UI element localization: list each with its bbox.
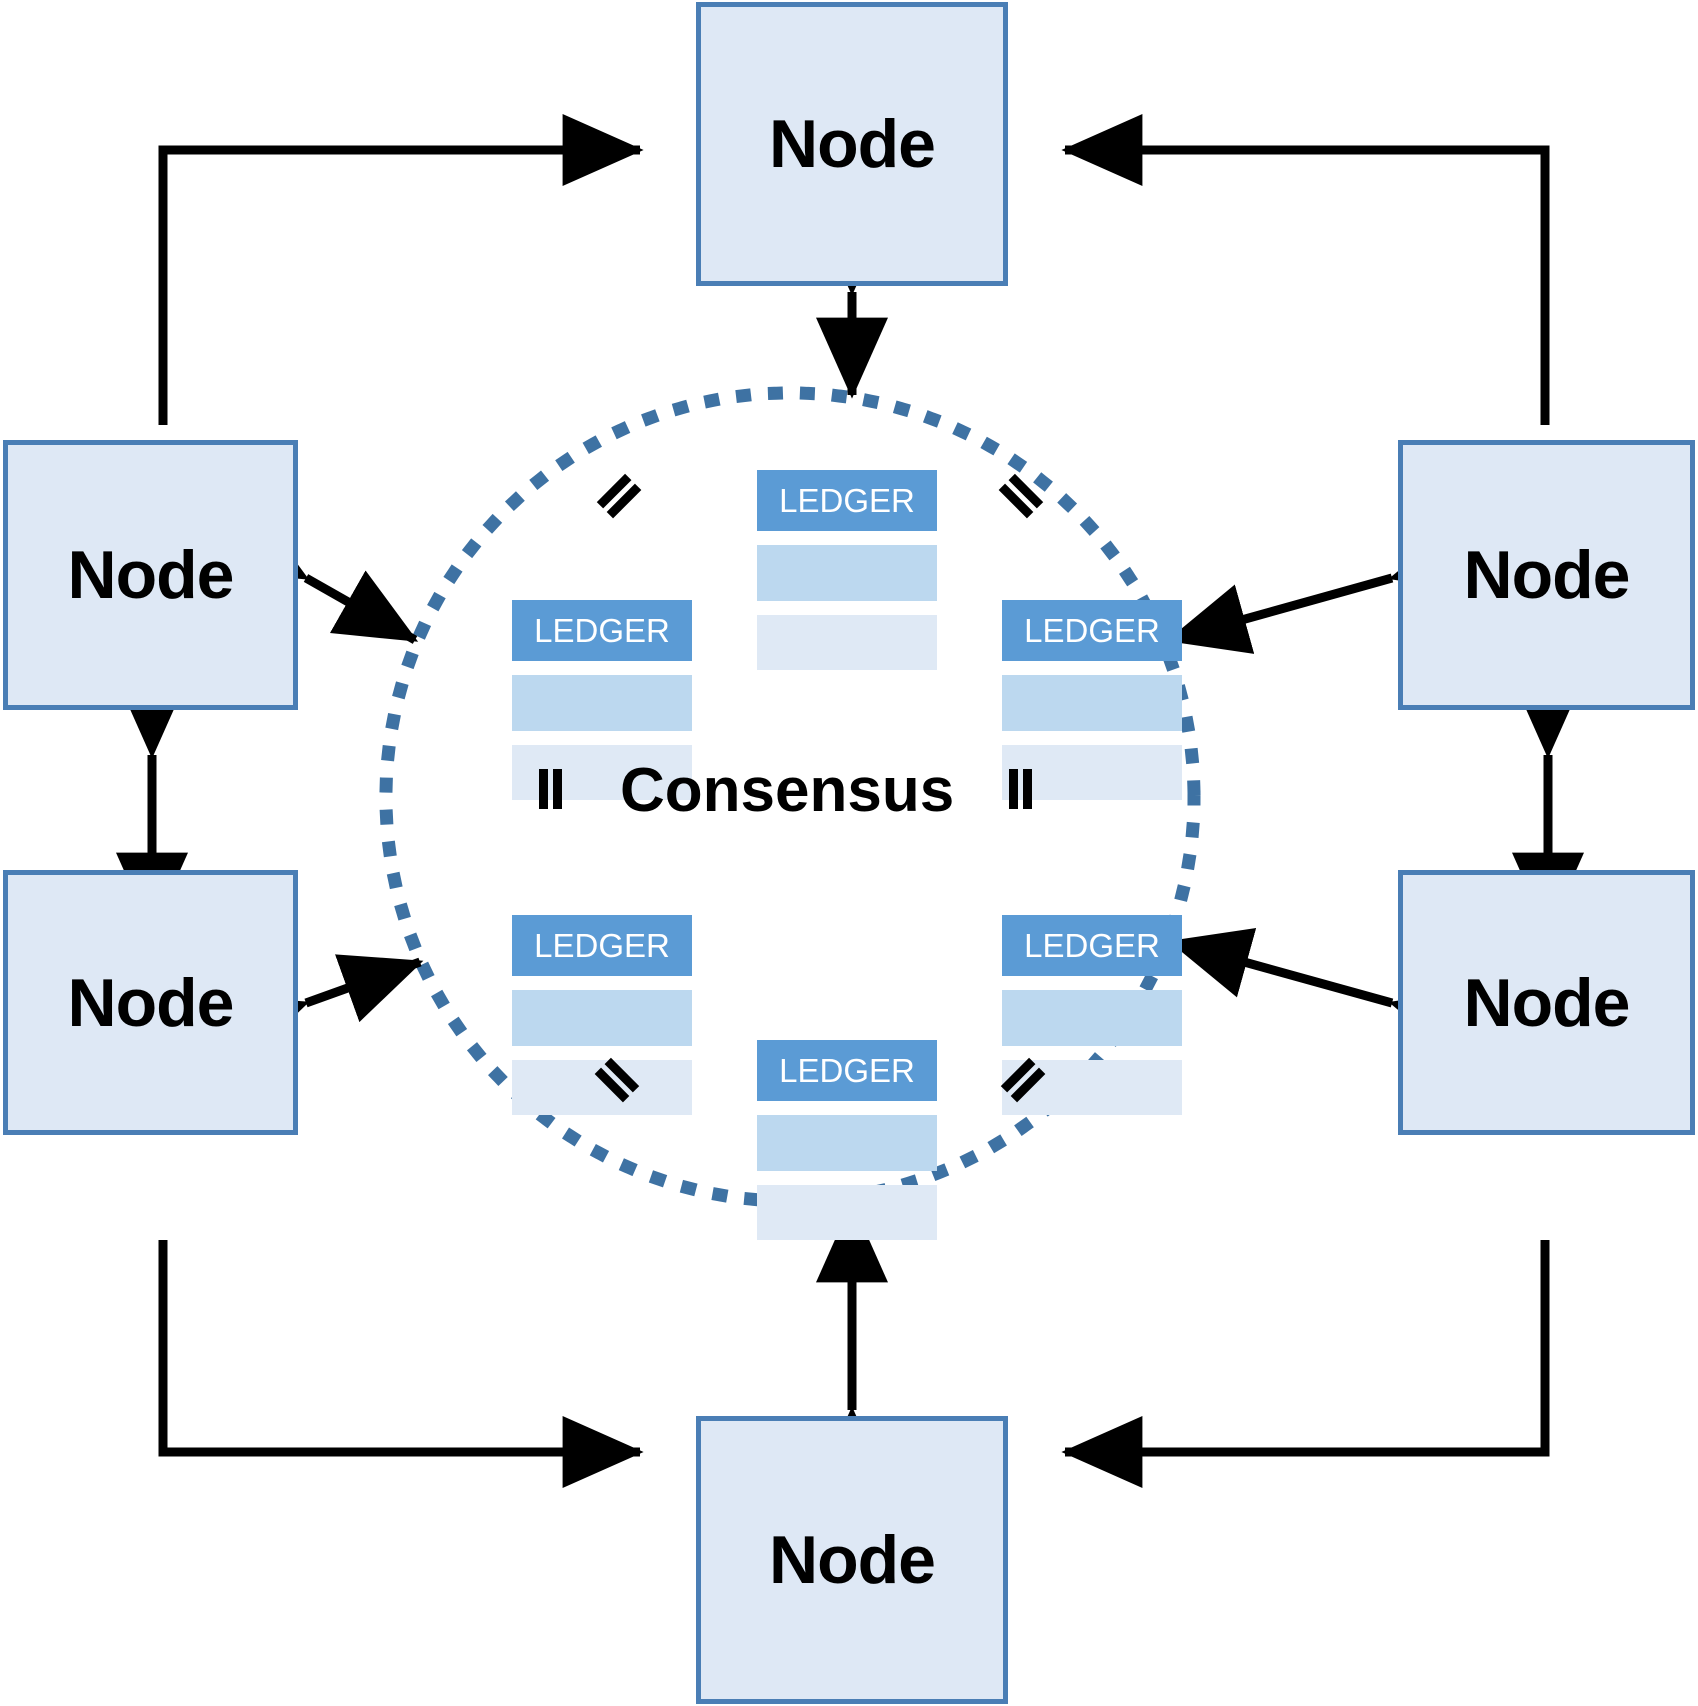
ledger-row-medium <box>512 675 692 731</box>
node-label: Node <box>67 964 235 1041</box>
node-left-upper[interactable]: Node <box>3 440 298 710</box>
ledger-header-label: LEDGER <box>757 470 937 531</box>
node-label: Node <box>769 106 936 182</box>
ledger-header-label: LEDGER <box>512 600 692 661</box>
ledger-row-medium <box>757 1115 937 1171</box>
node-label: Node <box>1463 537 1631 613</box>
ledger-row-light <box>757 615 937 670</box>
ledger-right-lower[interactable]: LEDGER <box>1002 915 1182 1115</box>
node-label: Node <box>1463 964 1631 1041</box>
ledger-row-medium <box>512 990 692 1046</box>
node-label: Node <box>67 537 235 613</box>
arrow-leftlower-to-bottom <box>158 1240 644 1488</box>
equals-icon-mid-left <box>530 767 574 811</box>
ledger-row-medium <box>757 545 937 601</box>
ledger-row-light <box>1002 1060 1182 1115</box>
arrow-rightlower-to-circle <box>1168 927 1477 1059</box>
arrow-leftupper-to-top <box>158 114 644 425</box>
consensus-label: Consensus <box>620 756 955 825</box>
arrow-leftlower-to-circle <box>220 954 424 1064</box>
node-right-upper[interactable]: Node <box>1398 440 1695 710</box>
ledger-top[interactable]: LEDGER <box>757 470 937 670</box>
arrow-rightupper-to-circle <box>1166 522 1477 654</box>
node-bottom[interactable]: Node <box>696 1416 1008 1704</box>
node-right-lower[interactable]: Node <box>1398 870 1695 1135</box>
ledger-row-medium <box>1002 990 1182 1046</box>
arrow-leftupper-to-circle <box>220 508 419 644</box>
ledger-header-label: LEDGER <box>1002 600 1182 661</box>
ledger-bottom[interactable]: LEDGER <box>757 1040 937 1240</box>
ledger-row-light <box>757 1185 937 1240</box>
ledger-row-medium <box>1002 675 1182 731</box>
node-top[interactable]: Node <box>696 2 1008 286</box>
arrow-top-to-rightupper <box>1061 114 1550 425</box>
ledger-row-light <box>1002 745 1182 800</box>
ledger-header-label: LEDGER <box>757 1040 937 1101</box>
ledger-left-upper[interactable]: LEDGER <box>512 600 692 800</box>
ledger-header-label: LEDGER <box>512 915 692 976</box>
equals-icon-mid-right <box>1000 767 1044 811</box>
ledger-right-upper[interactable]: LEDGER <box>1002 600 1182 800</box>
ledger-header-label: LEDGER <box>1002 915 1182 976</box>
node-left-lower[interactable]: Node <box>3 870 298 1135</box>
arrow-rightlower-to-bottom <box>1061 1240 1550 1488</box>
node-label: Node <box>769 1522 936 1598</box>
